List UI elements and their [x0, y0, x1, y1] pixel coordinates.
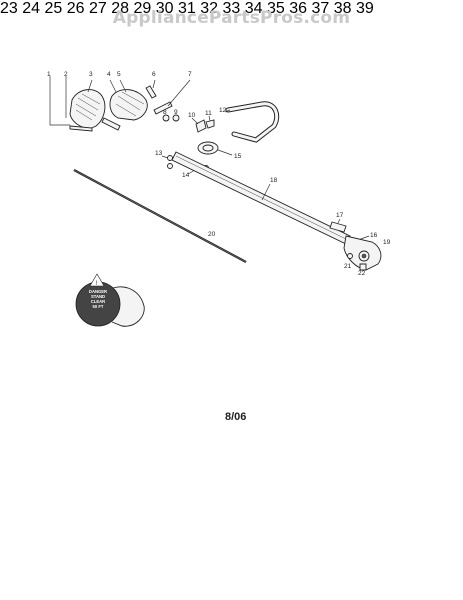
clip-part-11	[205, 119, 215, 129]
washer-part-38: 34 35 36 37 38 39 DANGER STAND CLEAR 50 …	[89, 0, 374, 423]
warning-line-stand: STAND	[90, 294, 106, 299]
trigger-link-part	[101, 117, 121, 131]
callout-22: 22	[358, 270, 366, 277]
callout-30: 30	[155, 0, 174, 17]
handle-housing-part	[69, 89, 106, 129]
warning-label-text: DANGER STAND CLEAR 50 FT	[83, 289, 113, 309]
callout-27: 27	[89, 0, 107, 17]
callout-26: 26	[66, 0, 85, 17]
callout-1: 1	[47, 71, 51, 78]
callout-15: 15	[234, 153, 242, 160]
callout-25: 25	[44, 0, 63, 17]
callout-33: 33	[222, 0, 241, 17]
callout-37: 37	[311, 0, 330, 17]
watermark-text: AppliancePartsPros.com	[112, 8, 351, 28]
warning-line-distance: 50 FT	[92, 304, 104, 309]
gear-head-part	[343, 235, 382, 271]
screw-part-24: 24 25 26 27 28 29 30 31 32 33 34 35 36 3…	[22, 0, 374, 423]
callout-6: 6	[152, 71, 156, 78]
warning-line-danger: DANGER	[88, 289, 108, 294]
callout-38: 38	[333, 0, 352, 17]
callout-13: 13	[155, 150, 163, 157]
flex-drive-shaft-part	[73, 169, 247, 263]
clamp-part-17	[329, 221, 347, 233]
callout-20-top: 20	[208, 231, 216, 238]
callout-18: 18	[270, 177, 278, 184]
callout-2: 2	[64, 71, 68, 78]
screw-part-26: 24 25 26 27 28 29 30 31 32 33 34 35 36 3…	[22, 0, 374, 423]
callout-36: 36	[289, 0, 308, 17]
callout-11: 11	[205, 110, 212, 117]
callout-31: 31	[178, 0, 196, 17]
callout-39: 39	[356, 0, 374, 17]
callout-29: 29	[133, 0, 152, 17]
spring-part-31: 30 31 32 33 34 35 36 37 38 39 DANGER STA…	[89, 0, 374, 423]
callout-24: 24	[22, 0, 41, 17]
washer-part-32: 30 31 32 33 34 35 36 37 38 39 DANGER STA…	[89, 0, 374, 423]
callout-35: 35	[267, 0, 285, 17]
revision-date: 8/06	[225, 411, 247, 423]
hub-part-35: 34 35 36 37 38 39 DANGER STAND CLEAR 50 …	[89, 0, 374, 423]
callout-16: 16	[370, 232, 378, 239]
warning-line-clear: CLEAR	[90, 299, 106, 304]
callout-10: 10	[188, 112, 196, 119]
shield-bracket-part: 24 25 26 27 28 29 30 31 32 33 34 35 36 3…	[22, 0, 374, 423]
callout-5: 5	[117, 71, 121, 78]
spring-part	[145, 85, 157, 99]
handle-screw-part	[69, 125, 93, 132]
clip-part-10	[195, 119, 207, 133]
callout-32: 32	[200, 0, 219, 17]
callout-4: 4	[107, 71, 111, 78]
nut-part-39: 34 35 36 37 38 39 DANGER STAND CLEAR 50 …	[89, 0, 374, 423]
callout-17: 17	[336, 212, 344, 219]
callout-28: 28	[111, 0, 130, 17]
washer-part-37: 34 35 36 37 38 39 DANGER STAND CLEAR 50 …	[89, 0, 374, 423]
nut-part-8	[162, 114, 170, 122]
callout-21: 21	[344, 263, 352, 270]
callout-23: 23	[0, 0, 18, 17]
warning-label-part: !	[75, 273, 145, 327]
drive-shaft-tube-part	[171, 151, 351, 245]
screw-part-25: 24 25 26 27 28 29 30 31 32 33 34 35 36 3…	[22, 0, 374, 423]
callout-9: 9	[174, 109, 178, 116]
callout-14: 14	[182, 172, 190, 179]
throttle-trigger-part	[109, 89, 148, 121]
nut-part-22	[359, 263, 367, 271]
callout-3: 3	[89, 71, 93, 78]
callout-8: 8	[163, 109, 167, 116]
callout-34: 34	[244, 0, 263, 17]
callout-12: 12	[219, 107, 227, 114]
svg-text:!: !	[96, 281, 98, 287]
callout-19: 19	[383, 239, 391, 246]
callout-7: 7	[188, 71, 192, 78]
screw-part-21	[347, 253, 353, 259]
nut-part-9	[172, 114, 180, 122]
screw-part	[153, 101, 173, 115]
